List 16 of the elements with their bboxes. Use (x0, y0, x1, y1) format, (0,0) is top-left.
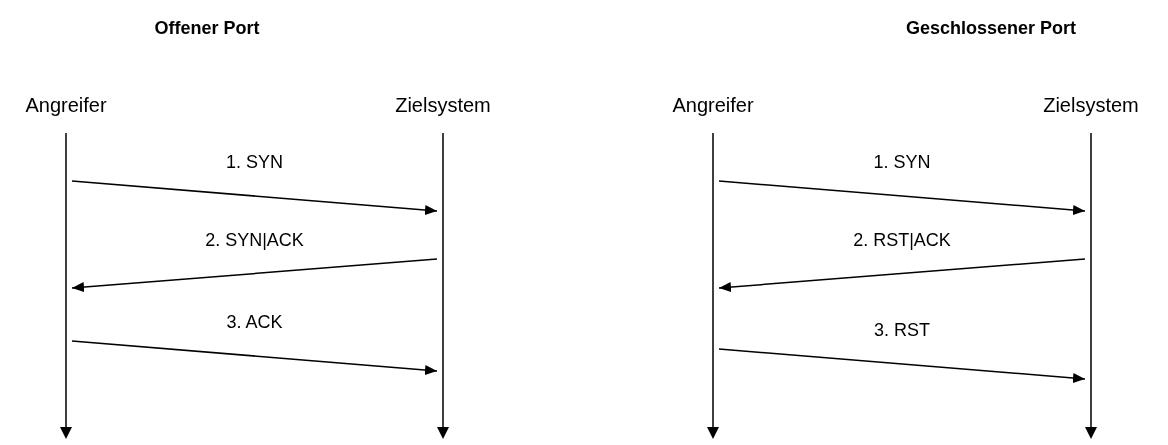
message-arrow (71, 180, 438, 215)
message-arrow (718, 258, 1086, 293)
message-arrow (71, 340, 438, 375)
message-arrow (718, 180, 1086, 215)
lifeline (437, 133, 449, 439)
participant-name: Zielsystem (395, 93, 491, 117)
lifeline (1085, 133, 1097, 439)
lifeline (60, 133, 72, 439)
panel-title: Offener Port (154, 17, 260, 40)
participant-name: Angreifer (672, 93, 754, 117)
panel-title: Geschlossener Port (905, 17, 1077, 40)
participant-name: Zielsystem (1043, 93, 1139, 117)
message-arrow (71, 258, 438, 293)
participant-name: Angreifer (25, 93, 107, 117)
lifeline (707, 133, 719, 439)
message-arrow (718, 348, 1086, 383)
